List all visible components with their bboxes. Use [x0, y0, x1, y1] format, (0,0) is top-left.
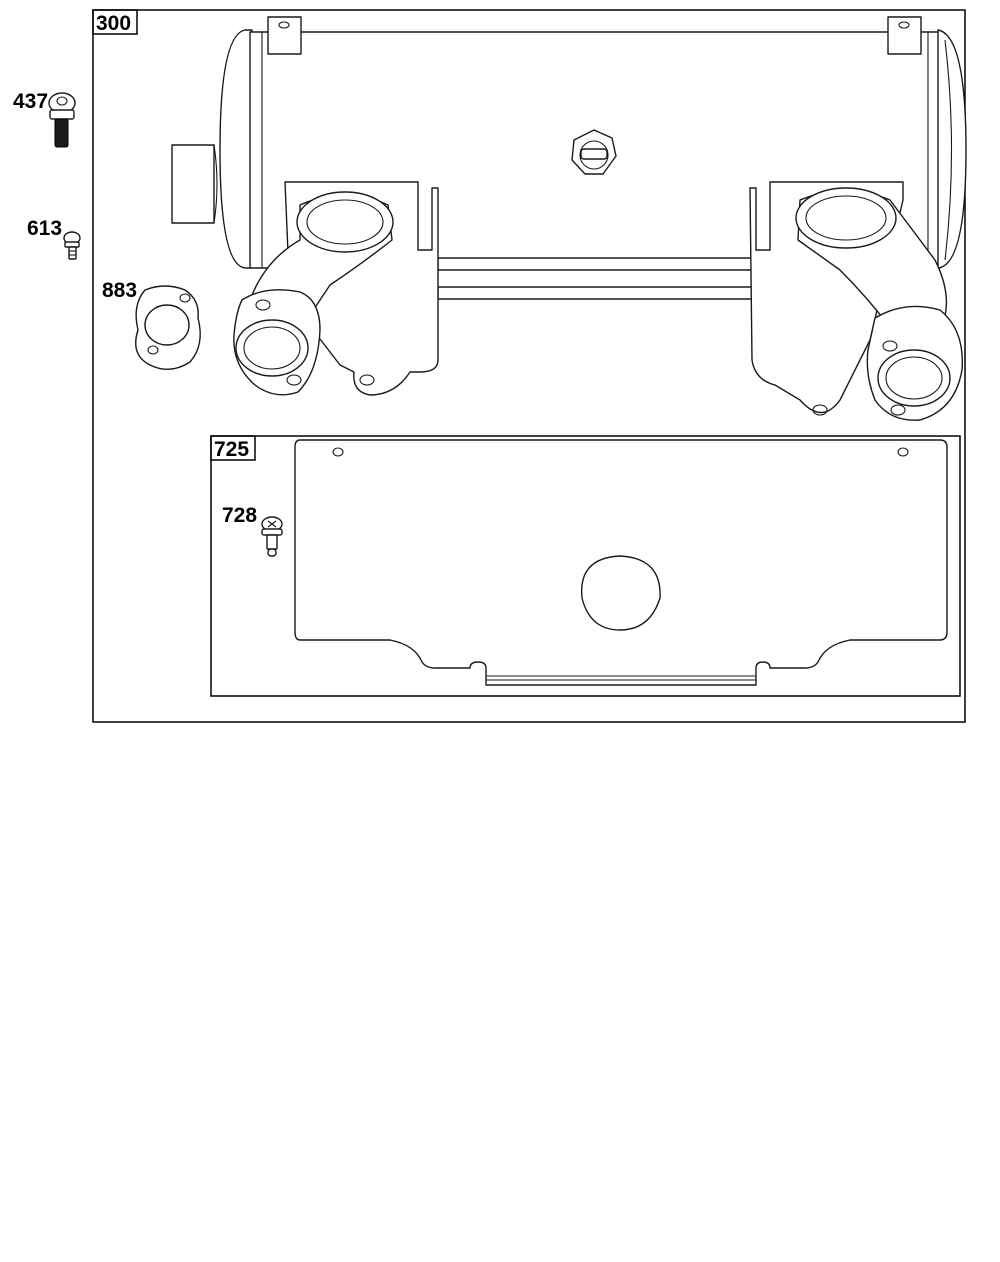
left-exhaust-pipe — [233, 191, 394, 396]
callout-box-725 — [210, 435, 256, 461]
gasket-883 — [135, 285, 201, 370]
callout-883-label: 883 — [102, 279, 137, 302]
callout-613-label: 613 — [27, 217, 62, 240]
bolt-437 — [48, 92, 76, 148]
assembly-300-frame — [92, 9, 966, 723]
center-nut — [571, 129, 617, 175]
right-exhaust-pipe — [795, 187, 964, 421]
callout-728-label: 728 — [222, 504, 257, 527]
screw-613 — [63, 231, 81, 260]
callout-437-label: 437 — [13, 90, 48, 113]
screw-728 — [261, 516, 283, 557]
callout-300-label: 300 — [96, 12, 131, 35]
heat-shield-plate — [294, 439, 948, 686]
heat-shield-725-frame — [210, 435, 961, 697]
callout-725-label: 725 — [214, 438, 249, 461]
callout-box-300 — [92, 9, 138, 35]
